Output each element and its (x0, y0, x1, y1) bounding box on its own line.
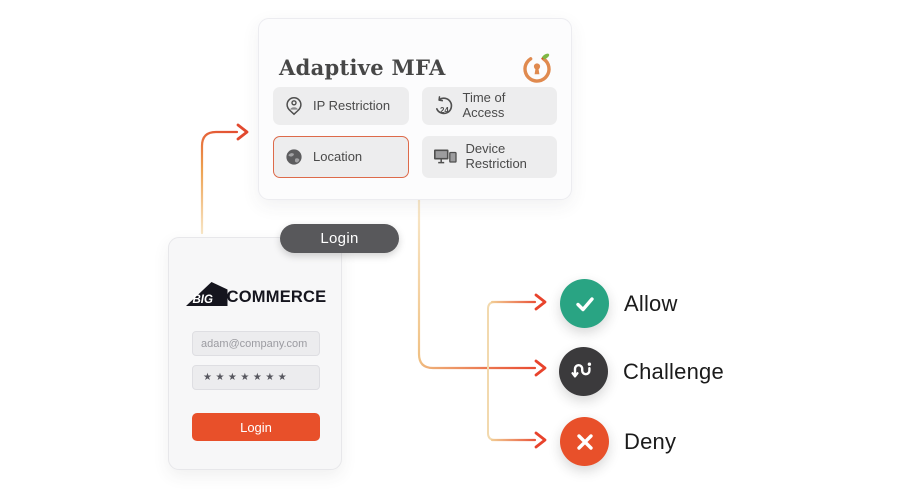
outcome-challenge: Challenge (559, 347, 724, 396)
bigcommerce-login-card: BIG COMMERCE ★★★★★★★ Login (168, 237, 342, 470)
outcome-label: Allow (624, 290, 678, 316)
chip-label: Device Restriction (465, 141, 527, 171)
arrowhead-right-icon (534, 293, 547, 311)
deny-circle (560, 417, 609, 466)
outcome-allow: Allow (560, 279, 678, 328)
x-icon (576, 433, 593, 450)
outcome-label: Challenge (623, 358, 724, 384)
login-flow-label: Login (280, 224, 399, 253)
connector-branch-bracket (487, 293, 547, 449)
allow-circle (560, 279, 609, 328)
mfa-card-title: Adaptive MFA (279, 55, 446, 80)
miniorange-logo (523, 53, 551, 83)
outcome-label: Deny (624, 428, 677, 454)
mfa-factor-grid: IP Restriction 24 Time of Access (273, 87, 557, 178)
check-icon (575, 296, 594, 311)
email-field[interactable] (192, 331, 320, 356)
outcome-deny: Deny (560, 417, 676, 466)
password-field[interactable]: ★★★★★★★ (192, 365, 320, 390)
adaptive-mfa-card: Adaptive MFA IP Restriction (258, 18, 572, 200)
chip-label: Time of Access (462, 90, 506, 120)
arrowhead-right-icon (236, 123, 249, 141)
bigcommerce-mark-icon: BIG (185, 282, 228, 306)
route-squiggle-icon (571, 362, 592, 378)
svg-text:24: 24 (439, 105, 448, 114)
connector-login-to-mfa (200, 123, 249, 235)
chip-ip-restriction[interactable]: IP Restriction (273, 87, 409, 125)
devices-icon (433, 147, 457, 167)
person-pin-icon (284, 96, 304, 116)
chip-location[interactable]: Location (273, 136, 409, 178)
chip-device-restriction[interactable]: Device Restriction (421, 136, 557, 178)
chip-label: Location (313, 148, 363, 164)
challenge-circle (559, 347, 608, 396)
chip-time-of-access[interactable]: 24 Time of Access (421, 87, 557, 125)
arrowhead-right-icon (534, 431, 547, 449)
arrowhead-right-icon (534, 359, 547, 377)
bigcommerce-wordmark: COMMERCE (226, 287, 327, 306)
connector-mfa-to-challenge (417, 198, 547, 377)
chip-label: IP Restriction (313, 97, 391, 113)
login-button[interactable]: Login (192, 413, 320, 441)
globe-icon (284, 147, 304, 167)
svg-text:BIG: BIG (192, 294, 213, 306)
access-time-24-icon: 24 (433, 95, 454, 117)
bigcommerce-logo: BIG COMMERCE (169, 280, 341, 307)
